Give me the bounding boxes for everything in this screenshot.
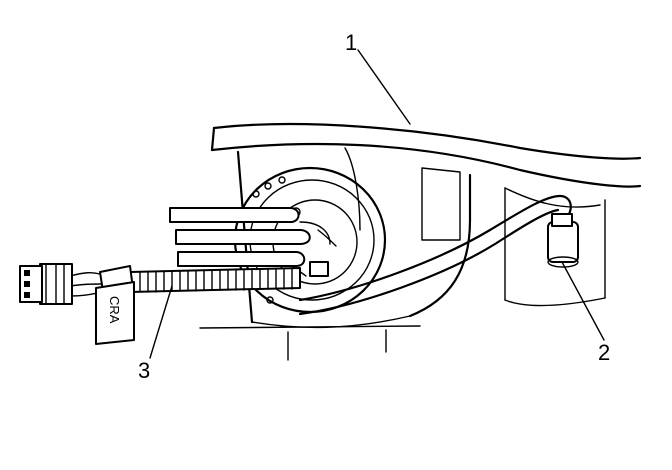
cra-tag-label: CRA bbox=[107, 296, 122, 324]
vent-hose bbox=[298, 194, 572, 316]
leader-lines bbox=[149, 49, 605, 359]
cra-tag: CRA bbox=[95, 281, 135, 345]
electrical-connector bbox=[19, 263, 73, 305]
fuel-tank-outline bbox=[199, 122, 642, 361]
callout-3: 3 bbox=[138, 358, 150, 383]
fuel-lines bbox=[169, 207, 337, 277]
hose-end-fitting bbox=[547, 213, 579, 268]
callout-2: 2 bbox=[598, 340, 610, 365]
callout-1: 1 bbox=[345, 30, 357, 55]
corrugated-conduit-ribs bbox=[139, 268, 293, 293]
